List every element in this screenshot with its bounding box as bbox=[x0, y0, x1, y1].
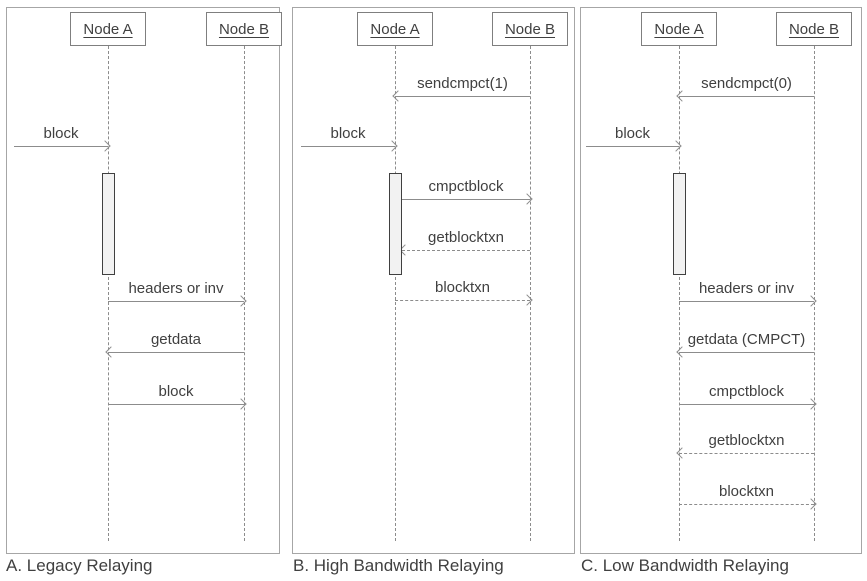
node-a-box: Node A bbox=[357, 12, 433, 46]
node-a-label: Node A bbox=[83, 20, 133, 38]
message-label: blocktxn bbox=[434, 279, 491, 296]
message-label: getblocktxn bbox=[428, 229, 504, 246]
activation-bar bbox=[389, 173, 402, 275]
arrow-line bbox=[402, 250, 530, 251]
message-label: getdata bbox=[150, 331, 202, 348]
message-label: getdata (CMPCT) bbox=[687, 331, 806, 348]
message-label: sendcmpct(0) bbox=[701, 75, 792, 92]
node-b-box: Node B bbox=[776, 12, 852, 46]
arrow-line bbox=[679, 352, 814, 353]
caption-low-bandwidth-relaying: C. Low Bandwidth Relaying bbox=[581, 556, 789, 575]
message-label: sendcmpct(1) bbox=[417, 75, 508, 92]
message-label: block bbox=[330, 125, 366, 142]
message-label: headers or inv bbox=[698, 280, 795, 297]
node-b-label: Node B bbox=[218, 20, 270, 38]
arrow-line bbox=[395, 300, 530, 301]
arrow-line bbox=[14, 146, 108, 147]
arrow-line bbox=[679, 453, 814, 454]
node-b-label: Node B bbox=[788, 20, 840, 38]
arrow-line bbox=[679, 404, 814, 405]
node-a-label: Node A bbox=[370, 20, 420, 38]
arrow-line bbox=[586, 146, 679, 147]
arrow-line bbox=[395, 96, 530, 97]
message-label: block bbox=[158, 383, 194, 400]
message-label: getblocktxn bbox=[708, 432, 785, 449]
arrow-line bbox=[108, 404, 244, 405]
panel-low-bandwidth-relaying: Node A Node B sendcmpct(0) block headers… bbox=[580, 7, 862, 554]
message-label: block bbox=[43, 125, 79, 142]
node-a-box: Node A bbox=[641, 12, 717, 46]
panel-high-bandwidth-relaying: Node A Node B sendcmpct(1) block cmpctbl… bbox=[292, 7, 575, 554]
node-b-lifeline bbox=[530, 46, 531, 541]
caption-legacy-relaying: A. Legacy Relaying bbox=[6, 556, 153, 575]
node-a-lifeline bbox=[679, 46, 680, 541]
arrow-line bbox=[108, 301, 244, 302]
node-b-box: Node B bbox=[492, 12, 568, 46]
arrow-line bbox=[301, 146, 395, 147]
panel-legacy-relaying: Node A Node B block headers or inv getda… bbox=[6, 7, 282, 554]
message-label: cmpctblock bbox=[708, 383, 785, 400]
arrow-line bbox=[679, 301, 814, 302]
arrow-line bbox=[679, 504, 814, 505]
node-b-lifeline bbox=[244, 46, 245, 541]
node-a-lifeline bbox=[108, 46, 109, 541]
node-a-lifeline bbox=[395, 46, 396, 541]
arrow-line bbox=[402, 199, 530, 200]
node-b-box: Node B bbox=[206, 12, 282, 46]
node-a-box: Node A bbox=[70, 12, 146, 46]
caption-high-bandwidth-relaying: B. High Bandwidth Relaying bbox=[293, 556, 504, 575]
message-label: cmpctblock bbox=[428, 178, 504, 195]
message-label: block bbox=[614, 125, 651, 142]
activation-bar bbox=[673, 173, 686, 275]
arrow-line bbox=[108, 352, 244, 353]
node-a-label: Node A bbox=[654, 20, 704, 38]
node-b-lifeline bbox=[814, 46, 815, 541]
message-label: headers or inv bbox=[128, 280, 224, 297]
node-b-label: Node B bbox=[504, 20, 556, 38]
activation-bar bbox=[102, 173, 115, 275]
arrow-line bbox=[679, 96, 814, 97]
message-label: blocktxn bbox=[718, 483, 775, 500]
